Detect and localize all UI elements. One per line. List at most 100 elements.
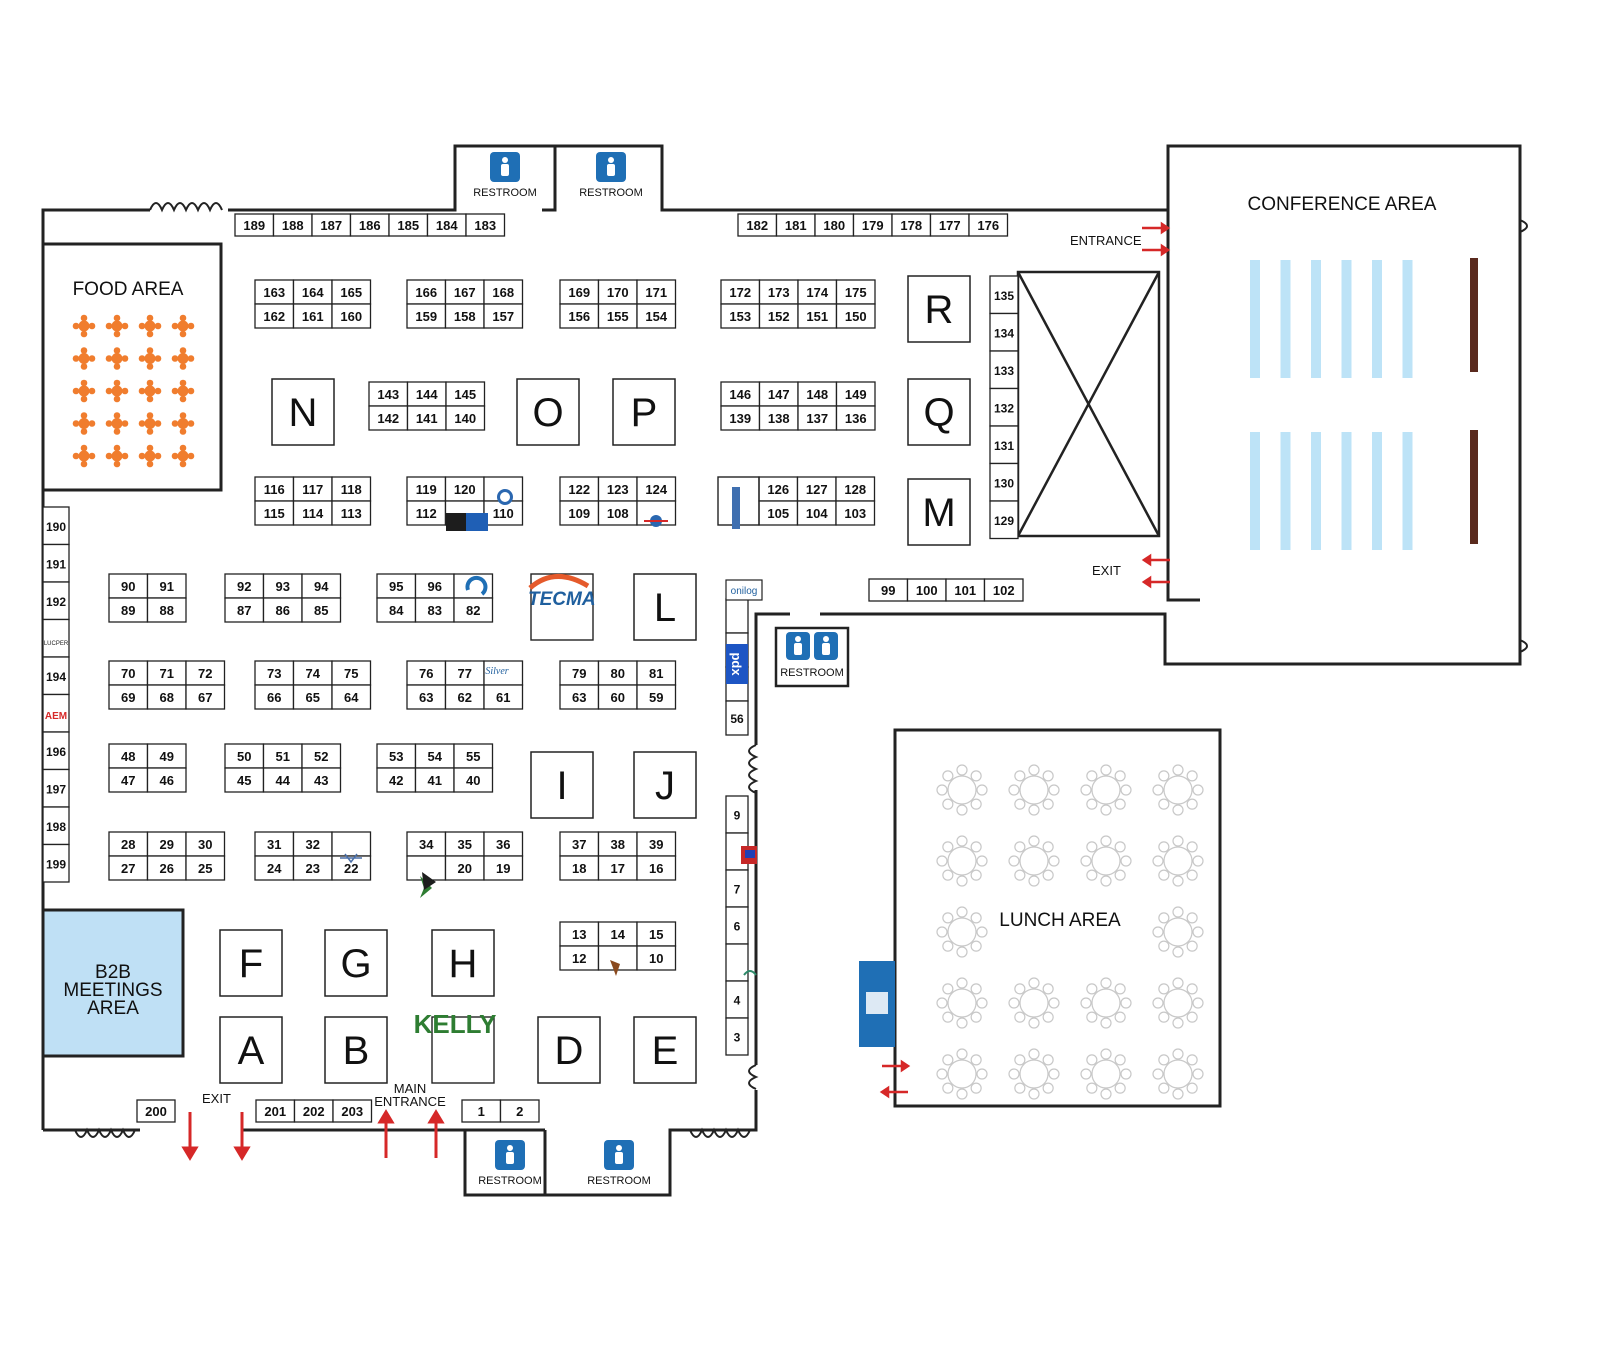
booth-cell[interactable]	[254, 684, 295, 710]
kelly-booth[interactable]	[431, 1016, 495, 1084]
big-booth-H[interactable]: H	[431, 929, 495, 997]
booth-cell[interactable]	[483, 855, 524, 881]
booth-cell[interactable]	[42, 506, 70, 546]
booth-cell[interactable]	[292, 684, 333, 710]
booth-cell[interactable]	[758, 381, 799, 407]
booth-cell[interactable]	[989, 275, 1019, 315]
booth-cell[interactable]	[108, 573, 149, 599]
booth-cell[interactable]	[597, 684, 638, 710]
booth-cell[interactable]	[368, 405, 409, 431]
booth-cell[interactable]	[254, 279, 295, 305]
big-booth-E[interactable]: E	[633, 1016, 697, 1084]
booth-cell[interactable]	[796, 476, 837, 502]
booth-cell[interactable]	[185, 831, 226, 857]
booth-cell[interactable]	[453, 597, 494, 623]
booth-cell[interactable]	[301, 743, 342, 769]
booth-cell[interactable]	[989, 387, 1019, 427]
booth-cell[interactable]	[414, 573, 455, 599]
booth-cell[interactable]	[185, 684, 226, 710]
big-booth-A[interactable]: A	[219, 1016, 283, 1084]
booth-cell[interactable]	[989, 500, 1019, 540]
booth-cell[interactable]	[559, 921, 600, 947]
booth-cell[interactable]	[146, 597, 187, 623]
booth-cell[interactable]	[559, 303, 600, 329]
booth-cell[interactable]	[292, 303, 333, 329]
booth-cell[interactable]	[146, 855, 187, 881]
booth-cell[interactable]	[725, 1017, 749, 1056]
big-booth-N[interactable]: N	[271, 378, 335, 446]
big-booth-P[interactable]: P	[612, 378, 676, 446]
booth-cell[interactable]	[636, 945, 677, 971]
booth-cell[interactable]	[414, 767, 455, 793]
booth-cell[interactable]	[797, 303, 838, 329]
booth-cell[interactable]	[224, 767, 265, 793]
booth-cell[interactable]	[835, 303, 876, 329]
booth-cell[interactable]	[758, 500, 799, 526]
booth-cell[interactable]	[146, 767, 187, 793]
booth-cell[interactable]	[254, 500, 295, 526]
booth-cell[interactable]	[797, 405, 838, 431]
booth-cell[interactable]	[444, 684, 485, 710]
booth-cell[interactable]	[292, 476, 333, 502]
booth-cell[interactable]	[636, 855, 677, 881]
booth-cell[interactable]	[796, 500, 837, 526]
booth-cell[interactable]	[483, 303, 524, 329]
booth-cell[interactable]	[989, 312, 1019, 352]
booth-cell[interactable]	[254, 303, 295, 329]
booth-cell[interactable]	[262, 767, 303, 793]
booth-cell[interactable]	[983, 578, 1024, 602]
booth-cell[interactable]	[331, 660, 372, 686]
booth-cell[interactable]	[445, 405, 486, 431]
booth-cell[interactable]	[136, 1099, 176, 1123]
booth-cell[interactable]	[444, 831, 485, 857]
booth-cell[interactable]	[42, 693, 70, 733]
booth-cell[interactable]	[331, 500, 372, 526]
booth-cell[interactable]	[597, 500, 638, 526]
booth-cell[interactable]	[376, 767, 417, 793]
big-booth-B[interactable]: B	[324, 1016, 388, 1084]
booth-cell[interactable]	[483, 684, 524, 710]
booth-cell[interactable]	[720, 405, 761, 431]
big-booth-G[interactable]: G	[324, 929, 388, 997]
booth-cell[interactable]	[42, 806, 70, 846]
booth-cell[interactable]	[292, 660, 333, 686]
booth-cell[interactable]	[254, 660, 295, 686]
booth-cell[interactable]	[292, 855, 333, 881]
big-booth-Q[interactable]: Q	[907, 378, 971, 446]
big-booth-L[interactable]: L	[633, 573, 697, 641]
tecma-booth[interactable]	[530, 573, 594, 641]
booth-cell[interactable]	[331, 684, 372, 710]
booth-cell[interactable]	[758, 405, 799, 431]
booth-cell[interactable]	[42, 731, 70, 771]
booth-cell[interactable]	[499, 1099, 540, 1123]
big-booth-J[interactable]: J	[633, 751, 697, 819]
booth-cell[interactable]	[42, 843, 70, 883]
booth-cell[interactable]	[262, 597, 303, 623]
booth-cell[interactable]	[254, 476, 295, 502]
booth-cell[interactable]	[331, 855, 372, 881]
booth-cell[interactable]	[559, 831, 600, 857]
booth-cell[interactable]	[835, 476, 876, 502]
booth-cell[interactable]	[262, 573, 303, 599]
booth-cell[interactable]	[331, 303, 372, 329]
booth-cell[interactable]	[332, 1099, 373, 1123]
booth-cell[interactable]	[636, 831, 677, 857]
booth-cell[interactable]	[758, 303, 799, 329]
booth-cell[interactable]	[42, 618, 70, 658]
booth-cell[interactable]	[559, 476, 600, 502]
booth-cell[interactable]	[146, 573, 187, 599]
booth-cell[interactable]	[636, 303, 677, 329]
booth-cell[interactable]	[301, 767, 342, 793]
booth-cell[interactable]	[185, 660, 226, 686]
booth-cell[interactable]	[301, 597, 342, 623]
booth-cell[interactable]	[262, 743, 303, 769]
booth-cell[interactable]	[376, 743, 417, 769]
big-booth-D[interactable]: D	[537, 1016, 601, 1084]
booth-cell[interactable]	[636, 921, 677, 947]
booth-cell[interactable]	[42, 656, 70, 696]
booth-cell[interactable]	[720, 279, 761, 305]
booth-cell[interactable]	[989, 350, 1019, 390]
booth-cell[interactable]	[725, 598, 749, 634]
booth-cell[interactable]	[185, 855, 226, 881]
big-booth-F[interactable]: F	[219, 929, 283, 997]
